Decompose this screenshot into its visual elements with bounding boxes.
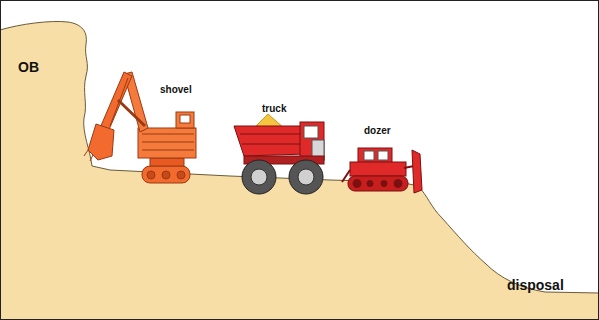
equipment-label: dozer: [364, 126, 391, 136]
truck-figure: [234, 114, 324, 194]
equipment-label: shovel: [160, 85, 192, 95]
equipment-label: truck: [262, 104, 286, 114]
shovel-figure: [84, 72, 196, 183]
region-label: disposal: [507, 278, 564, 292]
ground-profile: [0, 21, 599, 320]
dozer-figure: [342, 148, 422, 193]
region-label: OB: [18, 60, 39, 74]
